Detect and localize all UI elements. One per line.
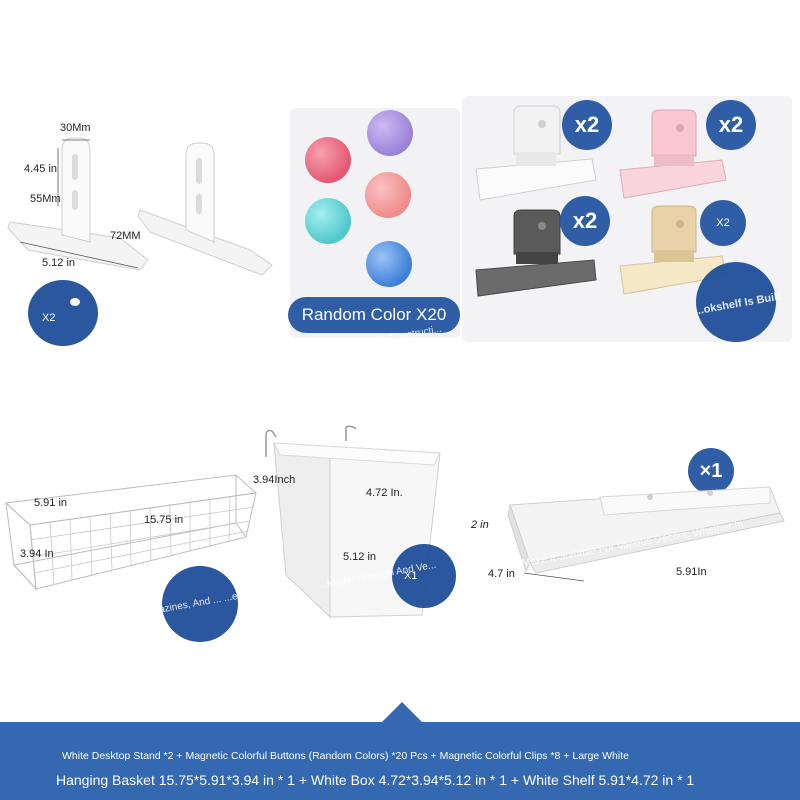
blue-button-ball bbox=[366, 241, 412, 287]
stand-base-label: 72MM bbox=[110, 230, 141, 242]
purple-button-ball bbox=[367, 110, 413, 156]
cyan-button-ball bbox=[305, 198, 351, 244]
white-clip-icon bbox=[475, 105, 597, 201]
hanging-basket-illustration bbox=[4, 474, 258, 591]
stand-qty-circle bbox=[28, 280, 98, 346]
stand-slot-label: 55Mm bbox=[30, 193, 61, 205]
stand-length-label: 5.12 in bbox=[42, 257, 76, 269]
stand-height-label: 4.45 in bbox=[24, 163, 58, 175]
box-qty-circle bbox=[392, 544, 456, 608]
beige-clip-qty-label: X2 bbox=[716, 217, 730, 229]
footer-line-2: Hanging Basket 15.75*5.91*3.94 in * 1 + … bbox=[56, 772, 695, 788]
beige-clip-qty-badge: X2 bbox=[700, 200, 746, 246]
box-qty-label: X1 bbox=[404, 570, 418, 582]
shelf-length-label: 5.91In bbox=[676, 566, 707, 578]
clips-faded-circle bbox=[696, 262, 776, 342]
random-color-pill: Random Color X20 bbox=[288, 297, 460, 333]
box-width-label: 3.94Inch bbox=[253, 474, 296, 486]
pink-button-ball bbox=[365, 172, 411, 218]
footer-bar: White Desktop Stand *2 + Magnetic Colorf… bbox=[0, 722, 800, 800]
beige-clip-icon bbox=[619, 205, 727, 295]
stand-dot-icon bbox=[70, 298, 80, 306]
white-shelf-illustration bbox=[507, 486, 785, 582]
pink-clip-qty-badge: x2 bbox=[706, 100, 756, 150]
basket-height-label: 3.94 In bbox=[20, 548, 54, 560]
red-button-ball bbox=[305, 137, 351, 183]
basket-length-label: 15.75 in bbox=[144, 514, 184, 526]
basket-depth-label: 5.91 in bbox=[34, 497, 68, 509]
white-clip-qty-badge: x2 bbox=[562, 100, 612, 150]
shelf-qty-label: ×1 bbox=[699, 459, 723, 482]
footer-arrow bbox=[380, 702, 424, 724]
footer-line-1: White Desktop Stand *2 + Magnetic Colorf… bbox=[62, 750, 629, 762]
desktop-stand-illustration bbox=[7, 137, 273, 276]
gray-clip-icon bbox=[475, 209, 597, 297]
pink-clip-icon bbox=[619, 109, 727, 199]
stand-qty-label: X2 bbox=[42, 312, 56, 324]
box-height-label: 5.12 in bbox=[343, 551, 377, 563]
shelf-height-label: 2 in bbox=[471, 519, 489, 531]
stand-width-label: 30Mm bbox=[60, 122, 91, 134]
shelf-qty-badge: ×1 bbox=[688, 448, 734, 494]
gray-clip-qty-badge: x2 bbox=[560, 196, 610, 246]
box-top-label: 4.72 In. bbox=[366, 487, 403, 499]
basket-faded-circle bbox=[162, 566, 238, 642]
shelf-depth-label: 4.7 in bbox=[488, 568, 515, 580]
